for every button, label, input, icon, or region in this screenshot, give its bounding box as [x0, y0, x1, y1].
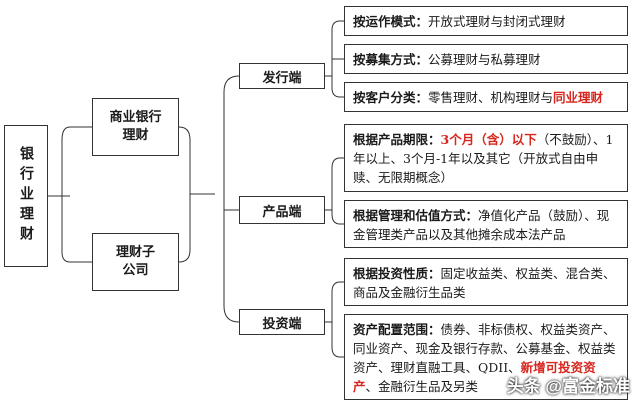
leaf-raising-method: 按募集方式：公募理财与私募理财 — [344, 44, 628, 74]
leaf-operation-mode: 按运作模式：开放式理财与封闭式理财 — [344, 6, 628, 36]
stage-issuance-label: 发行端 — [262, 70, 302, 86]
branch-wealth-subsidiary: 理财子公司 — [92, 233, 179, 291]
leaf-head: 按运作模式： — [353, 14, 429, 29]
leaf-body: 债券、非标债权、权益类资产、同业资产、现金及银行存款、公募基金、权益类资产、理财… — [353, 322, 616, 375]
leaf-valuation-method: 根据管理和估值方式：净值化产品（鼓励）、现金管理类产品以及其他摊余成本法产品 — [344, 200, 628, 248]
leaf-body: 公募理财与私募理财 — [428, 52, 541, 67]
stage-investment: 投资端 — [239, 309, 325, 335]
leaf-investment-nature: 根据投资性质：固定收益类、权益类、混合类、商品及金融衍生品类 — [344, 258, 628, 306]
branch-commercial-bank-label: 商业银行理财 — [109, 110, 162, 143]
leaf-head: 按募集方式： — [353, 52, 429, 67]
leaf-head: 资产配置范围： — [353, 322, 441, 337]
leaf-head: 按客户分类： — [353, 90, 429, 105]
branch-wealth-subsidiary-label: 理财子公司 — [115, 245, 155, 278]
leaf-body: 固定收益类、权益类、混合类、商品及金融衍生品类 — [353, 266, 616, 300]
branch-commercial-bank: 商业银行理财 — [92, 98, 179, 156]
leaf-body: 开放式理财与封闭式理财 — [428, 14, 566, 29]
root-label: 银行业理财 — [18, 146, 34, 246]
leaf-highlight: 同业理财 — [553, 90, 604, 105]
leaf-head: 根据投资性质： — [353, 266, 441, 281]
stage-investment-label: 投资端 — [262, 316, 302, 332]
leaf-client-type: 按客户分类：零售理财、机构理财与同业理财 — [344, 82, 628, 112]
leaf-body-end: 、金融衍生品及另类 — [365, 379, 479, 394]
leaf-head: 根据产品期限： — [353, 132, 441, 147]
leaf-body: 零售理财、机构理财与 — [428, 90, 554, 105]
root-node: 银行业理财 — [4, 125, 48, 267]
watermark: 头条 @富金标准 — [506, 377, 630, 396]
leaf-highlight: 3个月（含）以下 — [440, 132, 537, 147]
stage-product: 产品端 — [239, 196, 325, 224]
stage-issuance: 发行端 — [239, 63, 325, 89]
stage-product-label: 产品端 — [262, 204, 302, 220]
leaf-body: 净值化产品（鼓励）、现金管理类产品以及其他摊余成本法产品 — [353, 208, 610, 242]
leaf-body: （不鼓励）、1年以上、3个月-1年以及其它（开放式自由申赎、无限期概念） — [353, 132, 614, 185]
leaf-head: 根据管理和估值方式： — [353, 208, 479, 223]
leaf-asset-allocation: 资产配置范围：债券、非标债权、权益类资产、同业资产、现金及银行存款、公募基金、权… — [344, 314, 628, 400]
leaf-highlight: 新增可投资资产 — [353, 360, 596, 394]
leaf-product-term: 根据产品期限：3个月（含）以下（不鼓励）、1年以上、3个月-1年以及其它（开放式… — [344, 124, 628, 192]
